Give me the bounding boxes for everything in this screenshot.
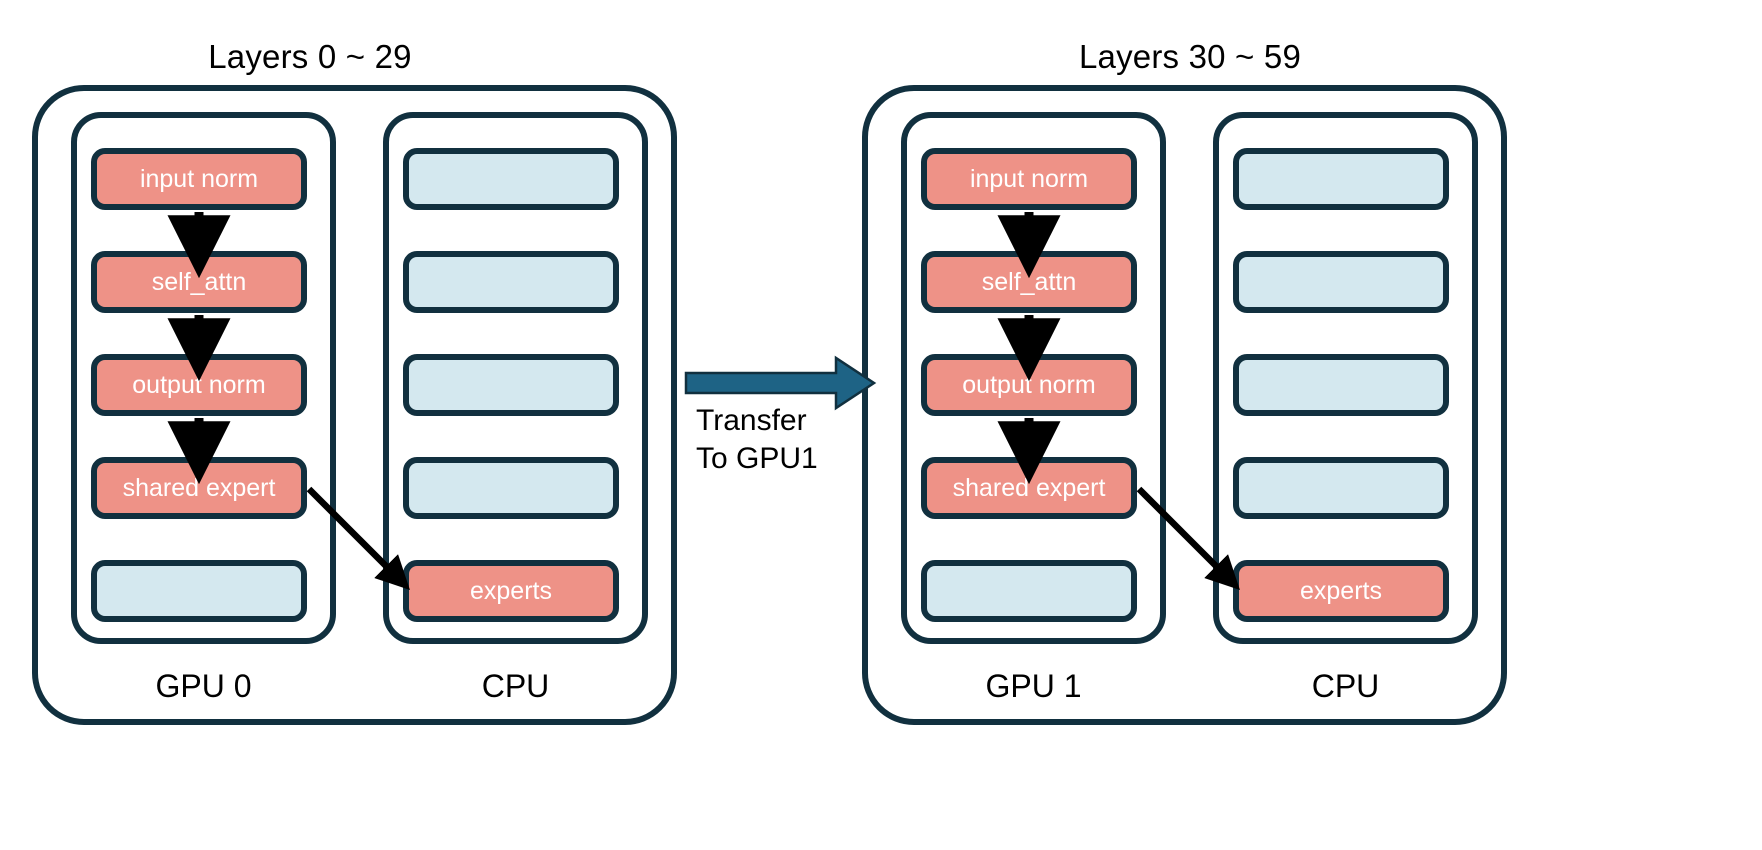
block-label: shared expert (952, 473, 1106, 502)
transfer-label: Transfer To GPU1 (696, 402, 818, 478)
block-label: input norm (969, 164, 1089, 193)
block-cpu0-experts[interactable]: experts (403, 560, 619, 622)
block-cpu1-slot-4[interactable] (1233, 457, 1449, 519)
block-gpu1-output-norm[interactable]: output norm (921, 354, 1137, 416)
block-gpu0-output-norm[interactable]: output norm (91, 354, 307, 416)
block-label: self_attn (151, 267, 247, 296)
block-label: input norm (139, 164, 259, 193)
block-gpu0-shared-expert[interactable]: shared expert (91, 457, 307, 519)
block-gpu1-self-attn[interactable]: self_attn (921, 251, 1137, 313)
block-gpu1-shared-expert[interactable]: shared expert (921, 457, 1137, 519)
block-label: experts (470, 576, 552, 605)
block-label: shared expert (122, 473, 276, 502)
block-label: output norm (962, 370, 1096, 399)
block-cpu0-slot-2[interactable] (403, 251, 619, 313)
block-gpu1-input-norm[interactable]: input norm (921, 148, 1137, 210)
transfer-arrow (684, 355, 877, 411)
block-cpu1-slot-2[interactable] (1233, 251, 1449, 313)
block-gpu0-empty-slot[interactable] (91, 560, 307, 622)
block-cpu1-slot-3[interactable] (1233, 354, 1449, 416)
transfer-label-line2: To GPU1 (696, 441, 818, 475)
device-label-gpu1: GPU 1 (985, 668, 1082, 704)
block-cpu0-slot-1[interactable] (403, 148, 619, 210)
block-cpu0-slot-3[interactable] (403, 354, 619, 416)
block-gpu1-empty-slot[interactable] (921, 560, 1137, 622)
block-gpu0-input-norm[interactable]: input norm (91, 148, 307, 210)
block-label: output norm (132, 370, 266, 399)
transfer-label-line1: Transfer (696, 404, 807, 437)
block-label: experts (1300, 576, 1382, 605)
device-label-gpu0: GPU 0 (155, 668, 252, 704)
group-title-right: Layers 30 ~ 59 (1078, 38, 1302, 75)
group-title-left: Layers 0 ~ 29 (208, 38, 412, 75)
block-label: self_attn (981, 267, 1077, 296)
block-cpu1-slot-1[interactable] (1233, 148, 1449, 210)
block-gpu0-self-attn[interactable]: self_attn (91, 251, 307, 313)
device-label-cpu0: CPU (481, 668, 550, 704)
device-label-cpu1: CPU (1311, 668, 1380, 704)
block-cpu1-experts[interactable]: experts (1233, 560, 1449, 622)
block-cpu0-slot-4[interactable] (403, 457, 619, 519)
